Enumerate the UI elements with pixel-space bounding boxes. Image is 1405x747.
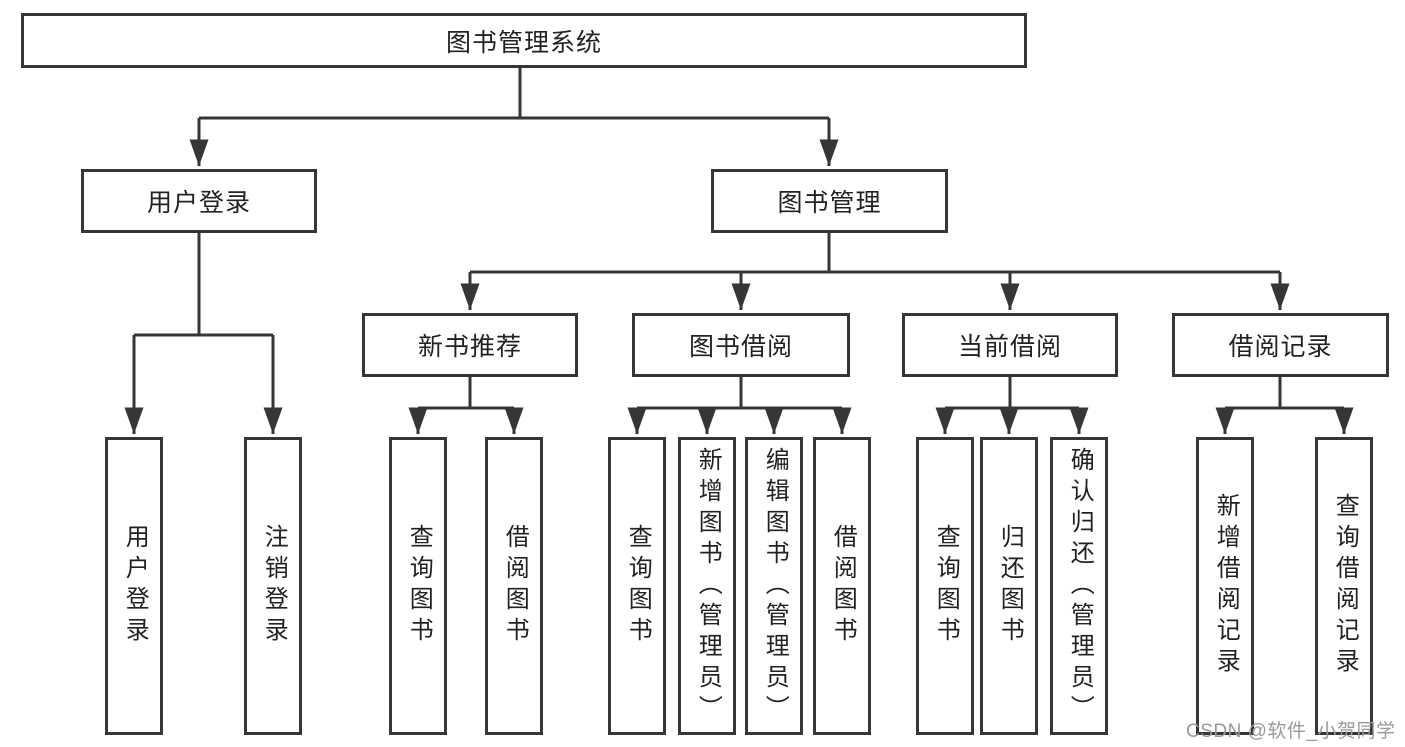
leaf-newbook-query-books: 查询图书: [389, 437, 447, 735]
node-user-login: 用户登录: [81, 169, 317, 233]
leaf-records-query-record: 查询借阅记录: [1315, 437, 1373, 735]
node-root: 图书管理系统: [21, 13, 1027, 68]
leaf-current-return-books: 归还图书: [980, 437, 1038, 735]
leaf-label: 查询借阅记录: [1331, 493, 1359, 679]
leaf-newbook-borrow-books: 借阅图书: [485, 437, 543, 735]
leaf-logout: 注销登录: [244, 437, 302, 735]
leaf-label: 查询图书: [932, 524, 960, 648]
leaf-label: 确认归还（管理员）: [1066, 446, 1094, 726]
leaf-label: 新增借阅记录: [1212, 493, 1240, 679]
leaf-label: 借阅图书: [501, 524, 529, 648]
node-borrowing-records: 借阅记录: [1172, 313, 1389, 377]
node-new-book-recommend: 新书推荐: [362, 313, 578, 377]
leaf-borrow-edit-book-admin: 编辑图书（管理员）: [745, 437, 803, 735]
leaf-label: 编辑图书（管理员）: [761, 446, 789, 726]
leaf-label: 查询图书: [624, 524, 652, 648]
leaf-label: 新增图书（管理员）: [694, 446, 722, 726]
csdn-watermark: CSDN @软件_小贺同学: [1186, 721, 1396, 742]
leaf-current-query-books: 查询图书: [916, 437, 974, 735]
leaf-label: 注销登录: [260, 524, 288, 648]
node-current-borrowing: 当前借阅: [902, 313, 1118, 377]
node-book-management: 图书管理: [711, 169, 948, 233]
leaf-label: 借阅图书: [829, 524, 857, 648]
leaf-user-login: 用户登录: [105, 437, 163, 735]
leaf-records-add-record: 新增借阅记录: [1196, 437, 1254, 735]
leaf-borrow-query-books: 查询图书: [608, 437, 666, 735]
leaf-borrow-add-book-admin: 新增图书（管理员）: [678, 437, 736, 735]
leaf-current-confirm-return-admin: 确认归还（管理员）: [1050, 437, 1108, 735]
node-book-borrowing: 图书借阅: [632, 313, 850, 377]
leaf-borrow-borrow-books: 借阅图书: [813, 437, 871, 735]
leaf-label: 归还图书: [996, 524, 1024, 648]
leaf-label: 用户登录: [121, 524, 149, 648]
leaf-label: 查询图书: [405, 524, 433, 648]
